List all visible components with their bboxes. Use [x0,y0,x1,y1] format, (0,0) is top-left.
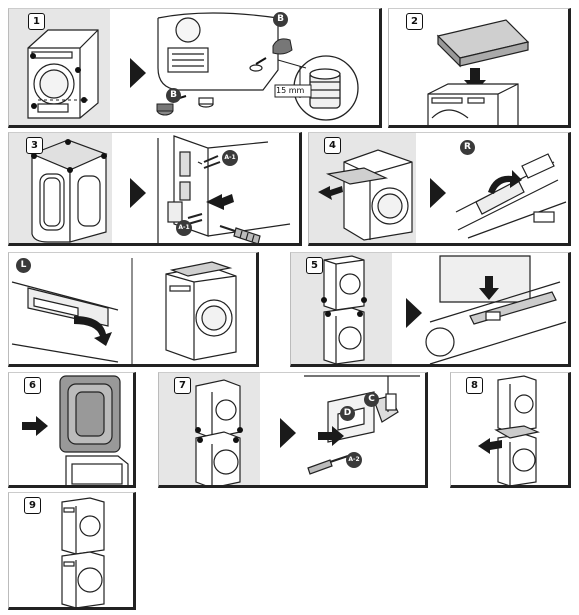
step-8-number: 8 [466,377,483,394]
step-2-number: 2 [406,13,423,30]
appliance-with-kit [30,139,108,243]
foot-arrow-icon-2 [255,57,267,65]
latch-closeup-left [11,281,119,363]
step-6-number: 6 [24,377,41,394]
step-1-arrow-icon [130,58,146,88]
callout-a1-bottom: A-1 [176,220,192,236]
stacked-units [323,255,365,365]
magnifier-circle [293,55,359,121]
callout-c: C [364,392,379,407]
rubber-foot-left [198,97,214,108]
corner-dots-5 [321,297,367,317]
step-1-illustration [27,12,359,121]
step-1-number: 1 [28,13,45,30]
rubber-foot-right [249,64,263,72]
dryer-bottom-view [157,12,279,91]
step-7-number: 7 [174,377,191,394]
callout-b-1: B [273,12,288,27]
dimension-label: 15 mm [276,86,305,95]
curved-arrow-icon-l [74,316,112,346]
pull-arrow-icon [318,186,343,200]
step-7-illustration [195,375,420,488]
callout-d: D [340,406,355,421]
callout-a2: A-2 [346,452,362,468]
stacked-units-8 [494,375,540,487]
left-arrow-icon [206,194,234,210]
callout-b-2: B [166,88,181,103]
stacking-kit-tray [436,19,530,68]
step-9-panel: 9 [8,492,136,610]
stacked-units-7 [195,379,241,488]
step-9-illustration [61,497,105,609]
panel-slide-in [59,375,121,453]
lowering-closeup [425,255,567,365]
step-3-number: 3 [26,137,43,154]
step-4-panel: 4 R [308,132,571,246]
step-5-number: 5 [306,257,323,274]
foot-cap [272,38,293,55]
washer-machine [27,29,99,119]
corner-dots-3 [31,139,107,173]
pull-out-shelf [325,167,389,185]
step-9-number: 9 [24,497,41,514]
callout-l: L [16,258,31,273]
step-5-arrow-icon [406,298,422,328]
step-4-illustration [318,149,567,241]
step-3-arrow-icon [130,178,146,208]
corner-dots [30,53,87,109]
step-l-panel: L [8,252,259,367]
step-8-panel: 8 [450,372,571,488]
callout-r: R [460,140,475,155]
step-7-arrow-icon [280,418,296,448]
foot-cap-lower [156,103,174,116]
release-latch-closeup [455,153,567,239]
drawer-washer [343,149,413,241]
down-arrow-icon-5 [479,276,499,300]
bracket-closeup [157,135,291,246]
step-5-illustration [321,255,567,365]
step-l-illustration [11,258,237,364]
dimension-label-bg [274,84,312,98]
unit-below [65,455,129,488]
step-6-illustration [22,375,129,488]
step-7-panel: 7 C D A-2 [158,372,428,488]
step-5-panel: 5 [290,252,571,367]
step-4-arrow-icon [430,178,446,208]
step-2-panel: 2 [388,8,571,128]
step-8-illustration [478,375,540,487]
step-3-illustration [30,135,291,246]
push-arrow-icon [318,426,344,446]
washer-with-kit [165,261,237,361]
corner-dots-7 [195,427,243,443]
step-6-panel: 6 [8,372,136,488]
step-1-panel: 1 [8,8,382,128]
step-3-panel: 3 [8,132,302,246]
screwdriver-icon-7 [307,455,349,475]
curved-arrow-icon [488,170,522,194]
step-4-number: 4 [324,137,341,154]
washer-top [427,83,519,128]
push-in-arrow-icon [478,438,502,454]
right-arrow-icon [22,416,48,436]
step-2-illustration [427,19,530,128]
final-stack [61,497,105,609]
callout-a1-top: A-1 [222,150,238,166]
